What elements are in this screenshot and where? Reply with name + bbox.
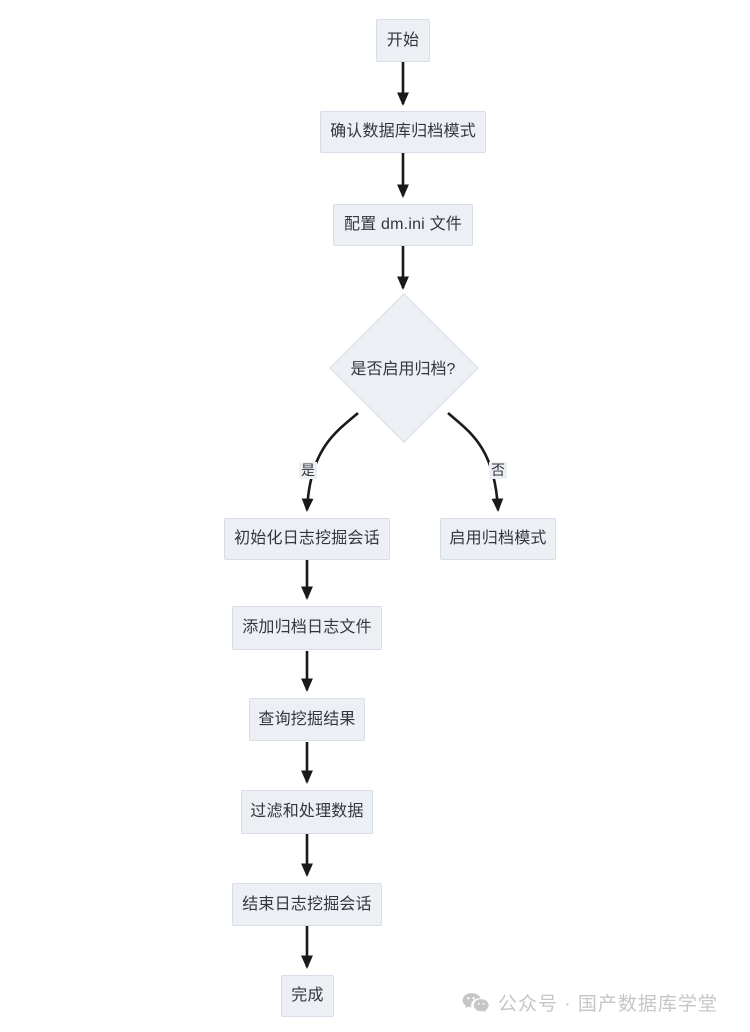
edge-label-no: 否 — [489, 462, 507, 480]
node-enable-archive-mode[interactable]: 启用归档模式 — [440, 518, 556, 560]
edge-label-no-text: 否 — [491, 462, 505, 478]
node-start-label: 开始 — [386, 31, 420, 49]
node-query-mining-result-label: 查询挖掘结果 — [258, 710, 356, 728]
node-end-logmnr-session-label: 结束日志挖掘会话 — [242, 895, 372, 913]
edge-label-yes: 是 — [299, 462, 317, 480]
node-done[interactable]: 完成 — [281, 975, 334, 1017]
node-confirm-archive-mode[interactable]: 确认数据库归档模式 — [320, 111, 486, 153]
node-filter-process-data[interactable]: 过滤和处理数据 — [241, 790, 373, 834]
node-filter-process-data-label: 过滤和处理数据 — [250, 803, 364, 820]
node-done-label: 完成 — [291, 987, 324, 1004]
node-decision-enable-archive-label: 是否启用归档? — [350, 361, 456, 378]
edge-label-yes-text: 是 — [301, 462, 315, 478]
node-confirm-archive-mode-label: 确认数据库归档模式 — [330, 123, 476, 140]
node-config-dmini[interactable]: 配置 dm.ini 文件 — [333, 204, 473, 246]
node-init-logmnr-session-label: 初始化日志挖掘会话 — [234, 530, 380, 547]
node-enable-archive-mode-label: 启用归档模式 — [449, 530, 547, 547]
node-init-logmnr-session[interactable]: 初始化日志挖掘会话 — [224, 518, 390, 560]
node-start[interactable]: 开始 — [376, 19, 430, 62]
wechat-icon — [462, 992, 489, 1014]
node-end-logmnr-session[interactable]: 结束日志挖掘会话 — [232, 883, 382, 926]
node-decision-enable-archive[interactable]: 是否启用归档? — [329, 293, 479, 443]
node-query-mining-result[interactable]: 查询挖掘结果 — [249, 698, 365, 741]
watermark-text: 公众号 · 国产数据库学堂 — [498, 994, 718, 1015]
node-config-dmini-label: 配置 dm.ini 文件 — [344, 216, 462, 233]
node-add-archive-logfile-label: 添加归档日志文件 — [242, 619, 372, 636]
node-add-archive-logfile[interactable]: 添加归档日志文件 — [232, 606, 382, 650]
watermark: 公众号 · 国产数据库学堂 — [462, 989, 718, 1016]
